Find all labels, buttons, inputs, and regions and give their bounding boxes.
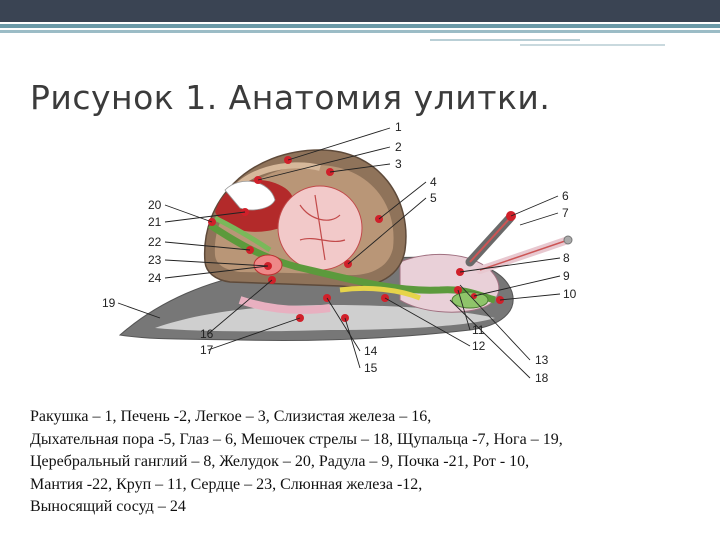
- label-10: 10: [563, 287, 577, 301]
- label-11: 11: [472, 323, 485, 337]
- label-12: 12: [472, 339, 486, 353]
- caption-legend: Ракушка – 1, Печень -2, Легкое – 3, Слиз…: [30, 406, 563, 519]
- label-2: 2: [395, 140, 402, 154]
- label-6: 6: [562, 189, 569, 203]
- mucus-gland: [238, 296, 331, 314]
- buccal-mass: [451, 291, 489, 309]
- label-4: 4: [430, 175, 437, 189]
- kidney-duct: [213, 215, 272, 253]
- caption-line: Ракушка – 1, Печень -2, Легкое – 3, Слиз…: [30, 408, 432, 425]
- accent-stripe: [0, 24, 720, 28]
- upper-tentacle-nerve: [469, 217, 511, 263]
- label-14: 14: [364, 344, 378, 358]
- caption-line: Мантия -22, Круп – 11, Сердце – 23, Слюн…: [30, 475, 423, 493]
- foot-highlight: [155, 305, 495, 332]
- snail-anatomy-figure: 1 2 3 4 5 6 7 8 9 10 11 12 13 14 15 16 1…: [95, 112, 595, 392]
- figure-labels: 1 2 3 4 5 6 7 8 9 10 11 12 13 14 15 16 1…: [102, 120, 577, 385]
- label-21: 21: [148, 215, 162, 229]
- label-5: 5: [430, 191, 437, 205]
- top-bar: [0, 0, 720, 22]
- accent-stripe-3: [430, 39, 580, 41]
- slide-title: Рисунок 1. Анатомия улитки.: [30, 78, 551, 117]
- caption-line: Дыхательная пора -5, Глаз – 6, Мешочек с…: [30, 430, 563, 448]
- label-9: 9: [563, 269, 570, 283]
- caption-line: Выносящий сосуд – 24: [30, 498, 186, 516]
- label-13: 13: [535, 353, 549, 367]
- label-1: 1: [395, 120, 402, 134]
- caption-line: Церебральный ганглий – 8, Желудок – 20, …: [30, 453, 530, 471]
- label-20: 20: [148, 198, 162, 212]
- label-16: 16: [200, 327, 214, 341]
- lower-tentacle-nerve: [479, 239, 569, 271]
- label-17: 17: [200, 343, 214, 357]
- label-24: 24: [148, 271, 162, 285]
- accent-stripe-2: [0, 30, 720, 33]
- label-23: 23: [148, 253, 162, 267]
- label-22: 22: [148, 235, 162, 249]
- tentacle-tip: [563, 235, 573, 245]
- label-18: 18: [535, 371, 549, 385]
- leader-lines: [117, 127, 561, 379]
- accent-stripe-4: [520, 44, 665, 46]
- label-19: 19: [102, 296, 116, 310]
- label-3: 3: [395, 157, 402, 171]
- label-7: 7: [562, 206, 569, 220]
- salivary-gland: [339, 285, 421, 301]
- label-15: 15: [364, 361, 378, 375]
- lung-vessels: [299, 194, 346, 261]
- label-8: 8: [563, 251, 570, 265]
